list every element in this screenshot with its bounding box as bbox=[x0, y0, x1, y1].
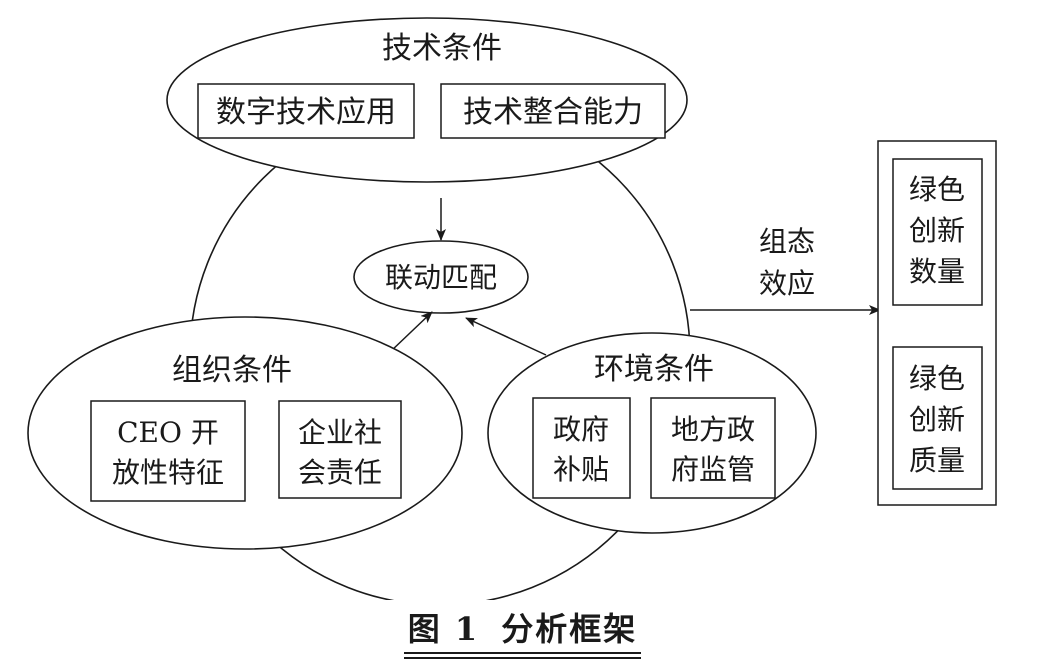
outcome-quantity-box bbox=[892, 158, 983, 306]
env-item-box-1 bbox=[532, 397, 631, 499]
linkage-ellipse bbox=[353, 240, 529, 314]
effect-label-line2: 效应 bbox=[759, 267, 815, 300]
org-item-ceo-line2: 放性特征 bbox=[112, 456, 224, 489]
org-conditions-title: 组织条件 bbox=[172, 353, 292, 388]
env-item-subsidy-line1: 政府 bbox=[553, 413, 609, 446]
analysis-framework-diagram: 技术条件 数字技术应用 技术整合能力 联动匹配 组织条件 CEO 开 放性特征 … bbox=[27, 17, 997, 600]
env-item-box-2 bbox=[650, 397, 776, 499]
org-item-ceo-line1: CEO 开 bbox=[117, 416, 219, 449]
outcome-quality-line3: 质量 bbox=[909, 444, 965, 477]
tech-item-box-2 bbox=[440, 83, 666, 139]
tech-item-digital-tech: 数字技术应用 bbox=[216, 95, 396, 130]
org-item-box-2 bbox=[278, 400, 402, 499]
tech-item-integration: 技术整合能力 bbox=[463, 95, 643, 130]
tech-item-box-1 bbox=[197, 83, 415, 139]
outcome-quantity-line2: 创新 bbox=[909, 214, 965, 247]
effect-label-line1: 组态 bbox=[759, 225, 815, 258]
org-item-box-1 bbox=[90, 400, 246, 502]
linkage-label: 联动匹配 bbox=[385, 261, 497, 294]
tech-conditions-ellipse bbox=[166, 17, 688, 183]
env-item-regulation-line2: 府监管 bbox=[671, 453, 755, 486]
env-conditions-title: 环境条件 bbox=[594, 352, 714, 387]
outcome-quality-line1: 绿色 bbox=[909, 362, 965, 395]
figure-title: 分析框架 bbox=[501, 610, 638, 648]
outcome-quality-line2: 创新 bbox=[909, 403, 965, 436]
org-item-csr-line1: 企业社 bbox=[298, 416, 382, 449]
env-item-subsidy-line2: 补贴 bbox=[553, 453, 609, 486]
tech-conditions-title: 技术条件 bbox=[382, 31, 502, 66]
outcome-quality-box bbox=[892, 346, 983, 490]
outcome-quantity-line3: 数量 bbox=[909, 255, 965, 288]
figure-caption: 图 1 分析框架 bbox=[0, 604, 1045, 654]
figure-number: 图 1 bbox=[407, 610, 480, 648]
figure-caption-text: 图 1 分析框架 bbox=[403, 604, 642, 654]
arrow-env-to-linkage bbox=[465, 317, 547, 356]
env-item-regulation-line1: 地方政 bbox=[671, 413, 755, 446]
arrow-org-to-linkage bbox=[389, 311, 433, 353]
org-item-csr-line2: 会责任 bbox=[298, 456, 382, 489]
outcome-quantity-line1: 绿色 bbox=[909, 173, 965, 206]
